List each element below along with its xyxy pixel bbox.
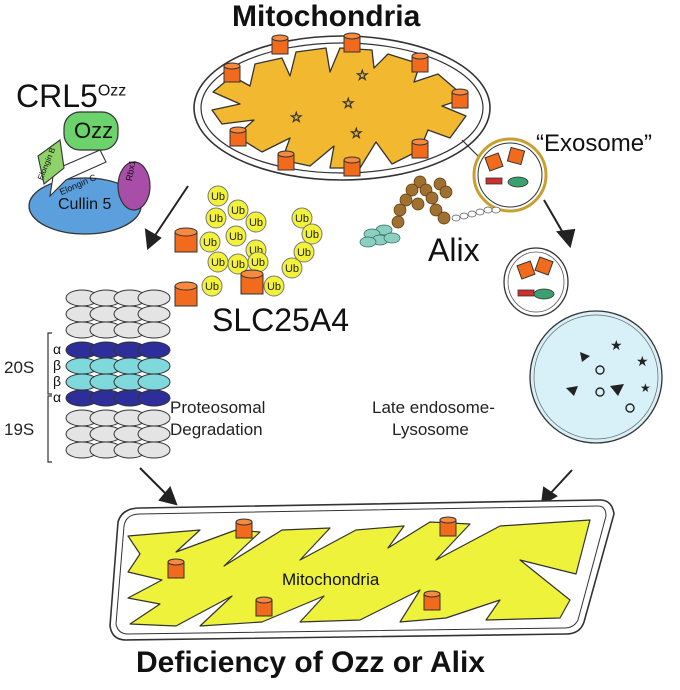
bottom-mitochondrion	[109, 499, 615, 641]
ubiquitin-13: Ub	[293, 241, 315, 263]
svg-text:★: ★	[636, 354, 649, 370]
ubiquitin-5: Ub	[245, 211, 267, 233]
ub-label: Ub	[203, 237, 217, 249]
proteasome-label-2: Degradation	[170, 420, 263, 439]
bottom-mito-label: Mitochondria	[282, 570, 380, 589]
19s-label: 19S	[4, 420, 35, 439]
ub-label: Ub	[205, 281, 219, 293]
ub-label: Ub	[285, 263, 299, 275]
ubiquitin-11: Ub	[291, 207, 313, 229]
proteasome-subunit	[137, 321, 171, 339]
ub-label: Ub	[267, 281, 281, 293]
exosome-label: “Exosome”	[536, 130, 653, 157]
proteasome-subunit	[137, 289, 171, 307]
ub-label: Ub	[209, 213, 223, 225]
ubiquitin-16: Ub	[247, 251, 269, 273]
svg-text:☆: ☆	[342, 96, 355, 112]
ubiquitin-3: Ub	[205, 207, 227, 229]
proteasome-subunit	[137, 389, 171, 407]
crl5-complex	[28, 111, 151, 235]
ubiquitin-15: Ub	[263, 275, 285, 297]
svg-text:☆: ☆	[290, 110, 303, 126]
lysosome-label-2: Lysosome	[392, 420, 469, 439]
ub-label: Ub	[211, 191, 225, 203]
lysosome-label-1: Late endosome-	[372, 398, 495, 417]
ub-label: Ub	[211, 257, 225, 269]
20s-label: 20S	[4, 358, 35, 377]
ring-beta-2: β	[53, 373, 62, 389]
proteasome-subunit	[137, 441, 171, 459]
ub-label: Ub	[305, 229, 319, 241]
ring-alpha-1: α	[53, 341, 62, 357]
ub-label: Ub	[249, 217, 263, 229]
svg-text:★: ★	[610, 338, 623, 354]
ubiquitin-12: Ub	[301, 223, 323, 245]
crl5-superscript: Ozz	[97, 82, 127, 100]
svg-text:★: ★	[640, 381, 651, 395]
cullin5-label: Cullin 5	[58, 196, 112, 213]
svg-text:☆: ☆	[350, 126, 363, 142]
top-mitochondrion: ☆ ☆ ☆ ☆	[193, 32, 491, 181]
slc25a4-carriers	[174, 227, 264, 307]
alix-protein	[359, 175, 501, 248]
ub-label: Ub	[251, 257, 265, 269]
proteasome-subunit	[137, 373, 171, 391]
alix-label: Alix	[428, 232, 480, 268]
ub-label: Ub	[297, 247, 311, 259]
lysosome: ★ ★ ★	[529, 310, 663, 444]
slc25a4-label: SLC25A4	[212, 302, 349, 338]
matrix-top	[211, 47, 467, 169]
crl5-label: CRL5Ozz	[16, 78, 126, 115]
ubiquitin-2: Ub	[227, 199, 249, 221]
proteasome	[65, 289, 171, 459]
proteasome-label-1: Proteosomal	[170, 398, 266, 417]
crl5-main: CRL5	[16, 78, 98, 114]
exosome-vesicle	[461, 137, 548, 213]
proteasome-subunit	[137, 341, 171, 359]
ring-beta-1: β	[53, 357, 62, 373]
svg-text:☆: ☆	[356, 68, 369, 84]
ub-label: Ub	[295, 213, 309, 225]
bottom-title: Deficiency of Ozz or Alix	[136, 646, 485, 679]
proteasome-subunit	[137, 409, 171, 427]
ubiquitin-6: Ub	[199, 231, 221, 253]
proteasome-subunit	[137, 425, 171, 443]
arrows	[139, 185, 576, 506]
matrix-bottom	[127, 519, 591, 627]
ring-alpha-2: α	[53, 389, 62, 405]
ubiquitin-8: Ub	[227, 253, 249, 275]
top-title: Mitochondria	[232, 0, 421, 33]
ub-label: Ub	[229, 231, 243, 243]
ubiquitin-10: Ub	[201, 275, 223, 297]
ubiquitin-4: Ub	[225, 225, 247, 247]
ubiquitin-14: Ub	[281, 257, 303, 279]
proteasome-subunit	[137, 305, 171, 323]
ubiquitin-7: Ub	[207, 251, 229, 273]
proteasome-subunit	[137, 357, 171, 375]
transport-vesicle	[503, 247, 569, 317]
ub-label: Ub	[231, 259, 245, 271]
ozz-label: Ozz	[74, 118, 114, 143]
ubiquitin-1: Ub	[207, 185, 229, 207]
ub-label: Ub	[231, 205, 245, 217]
